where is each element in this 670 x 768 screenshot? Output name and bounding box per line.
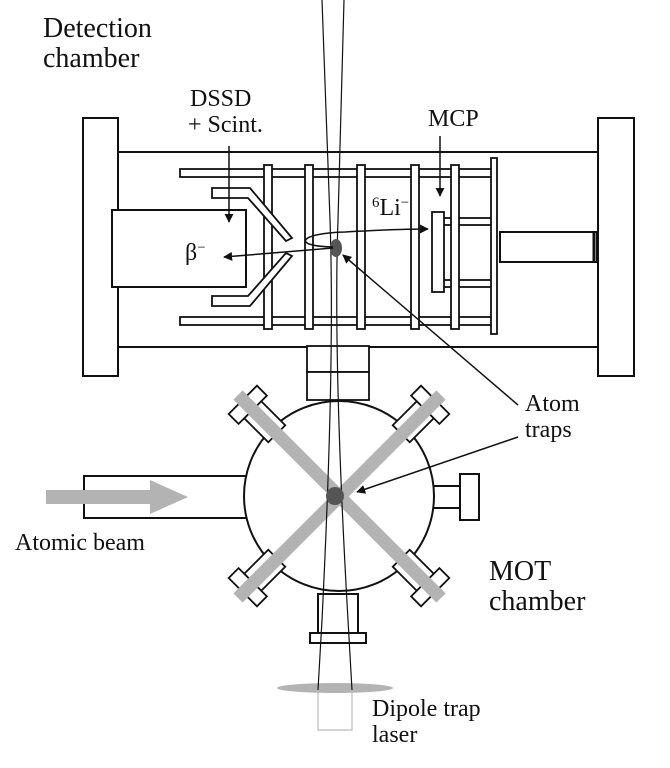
atom-traps-label-line2: traps (525, 416, 572, 443)
electrode-plate-3 (356, 164, 366, 330)
particle-paths (223, 224, 429, 261)
mcp-label: MCP (428, 106, 479, 132)
electrode-plate-1 (263, 164, 273, 330)
label-pointers (224, 136, 519, 494)
beta-shield (211, 187, 294, 307)
dssd-label-line2: + Scint. (188, 111, 263, 138)
dipole-laser-source-box (317, 690, 353, 731)
shield-lower (211, 251, 294, 307)
li-charge: − (400, 194, 410, 211)
frame-rail-mid-bottom (436, 279, 493, 288)
mot-atom-trap (326, 487, 344, 505)
detection-chamber-label-line1: Detection (43, 13, 152, 44)
electrode-plate-6 (490, 157, 498, 335)
beta-path (223, 247, 334, 261)
frame-rail-top (179, 168, 497, 178)
frame-rail-bottom (179, 316, 497, 326)
mcp-detector (431, 211, 445, 293)
beta-symbol: β (185, 240, 198, 266)
atom-traps-label-line1: Atom (525, 391, 580, 417)
li-ion-label: 6Li− (372, 194, 410, 222)
dipole-trap-label: Dipole trap laser (372, 696, 481, 749)
atom-traps-pointer-lower (356, 436, 519, 494)
mot-bottom-tube (317, 593, 359, 635)
detection-chamber-label: Detection chamber (43, 13, 152, 75)
right-flange (597, 117, 635, 377)
frame-rail-mid-top (436, 217, 493, 226)
atom-traps-label: Atom traps (525, 391, 580, 444)
electrode-plate-4 (410, 164, 420, 330)
electrode-frame (179, 157, 498, 335)
dssd-label: DSSD + Scint. (188, 86, 263, 139)
dipole-trap-label-line2: laser (372, 721, 418, 748)
atom-traps-pointer-upper (342, 254, 519, 406)
atomic-beam-arrow (46, 480, 188, 514)
atomic-beam-label: Atomic beam (15, 530, 145, 556)
dssd-label-line1: DSSD (190, 86, 252, 112)
atomic-beam-arrowhead (150, 480, 188, 514)
electrode-plate-2 (304, 164, 314, 330)
mot-chamber-label: MOT chamber (489, 556, 586, 618)
shield-upper (211, 187, 294, 243)
mot-side-flange (459, 473, 480, 521)
li-mass-number: 6 (372, 194, 380, 211)
dipole-laser-spot (277, 683, 393, 693)
detection-atom-trap (330, 239, 342, 257)
mot-chamber-label-line1: MOT (489, 556, 552, 587)
li-recoil-path (304, 224, 429, 248)
beta-label: β− (185, 239, 206, 267)
electrode-plate-5 (450, 164, 460, 330)
dssd-holder (111, 209, 247, 288)
atomic-beam-shaft (46, 490, 156, 504)
mcp-mount-rod (499, 231, 598, 263)
beta-charge: − (197, 239, 206, 256)
dipole-trap-label-line1: Dipole trap (372, 696, 481, 722)
li-symbol: Li (379, 195, 401, 221)
mot-chamber-label-line2: chamber (489, 586, 586, 618)
mot-bottom-flange (309, 632, 367, 644)
detection-chamber-label-line2: chamber (43, 43, 140, 75)
